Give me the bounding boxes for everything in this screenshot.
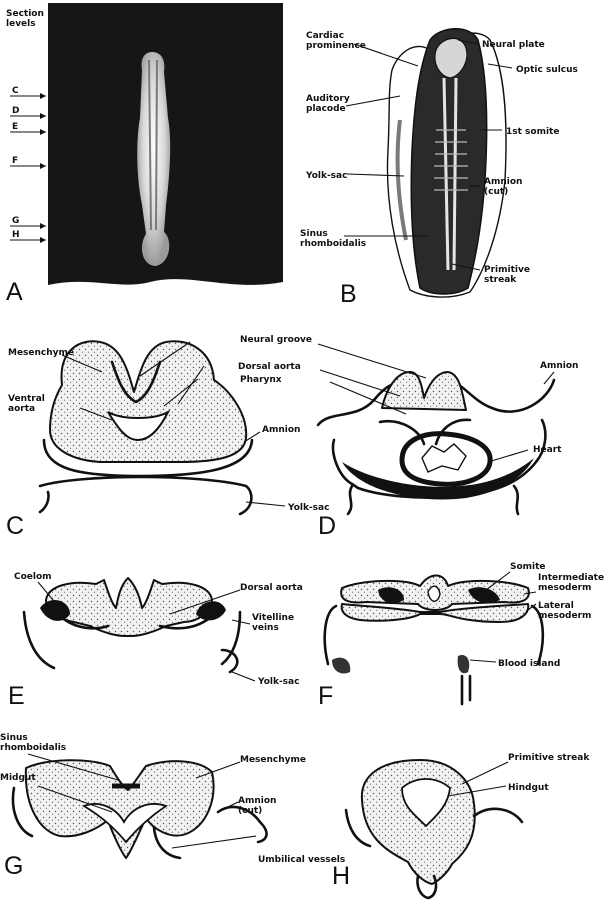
- panel-letter-g: G: [4, 852, 23, 880]
- section-level-label: D: [12, 106, 19, 116]
- notochord-f: [428, 586, 440, 601]
- label-mesenchyme-c: Mesenchyme: [8, 348, 74, 358]
- label-optic-sulcus: Optic sulcus: [516, 65, 578, 75]
- label-sinus-rhomboidalis-g: Sinusrhomboidalis: [0, 733, 66, 753]
- label-neural-plate: Neural plate: [482, 40, 545, 50]
- arrowhead-icon: [40, 223, 46, 229]
- section-level-g: G: [10, 216, 46, 229]
- label-pharynx: Pharynx: [240, 375, 282, 385]
- panel-letter-d: D: [318, 512, 336, 540]
- label-hindgut: Hindgut: [508, 783, 549, 793]
- section-level-label: C: [12, 86, 19, 96]
- section-level-h: H: [10, 230, 46, 243]
- label-sinus-rhomboidalis-b: Sinusrhomboidalis: [300, 229, 366, 249]
- label-neural-groove: Neural groove: [240, 335, 312, 345]
- arrowhead-icon: [40, 93, 46, 99]
- section-level-label: E: [12, 122, 18, 132]
- label-amnion-cut-g: Amnion(cut): [238, 796, 276, 816]
- section-level-marks: CDE F GH: [10, 86, 46, 243]
- yolk-sac-f: [462, 676, 470, 704]
- panel-letter-e: E: [8, 682, 25, 710]
- yolk-sac-line-c2: [40, 492, 49, 512]
- label-mesenchyme-g: Mesenchyme: [240, 755, 306, 765]
- section-level-d: D: [10, 106, 46, 119]
- label-blood-island: Blood island: [498, 659, 560, 669]
- arrowhead-icon: [40, 129, 46, 135]
- label-lateral-mesoderm: Lateralmesoderm: [538, 601, 591, 621]
- blood-island-f: [332, 655, 469, 674]
- label-heart: Heart: [533, 445, 562, 455]
- panel-d: Amnion Heart D: [318, 344, 578, 540]
- label-auditory-placode: Auditoryplacode: [306, 94, 350, 114]
- panel-letter-h: H: [332, 862, 350, 890]
- yolk-sac-line-c: [40, 477, 251, 514]
- label-cardiac-prominence: Cardiacprominence: [306, 31, 366, 51]
- section-level-c: C: [10, 86, 46, 99]
- section-level-f: F: [10, 156, 46, 169]
- label-amnion-cut-b: Amnion(cut): [484, 177, 522, 197]
- panel-letter-f: F: [318, 682, 333, 710]
- label-dorsal-aorta-c: Dorsal aorta: [238, 362, 301, 372]
- label-amnion-d: Amnion: [540, 361, 578, 371]
- label-yolk-sac-b: Yolk-sac: [305, 171, 347, 181]
- arrowhead-icon: [40, 163, 46, 169]
- arrowhead-icon: [40, 113, 46, 119]
- label-coelom: Coelom: [14, 572, 52, 582]
- section-h-body: [362, 760, 475, 884]
- label-somite: Somite: [510, 562, 546, 572]
- label-primitive-streak-h: Primitive streak: [508, 753, 590, 763]
- section-c-body: [50, 341, 246, 462]
- panel-letter-a: A: [6, 278, 23, 306]
- yolk-sac-edge: [398, 120, 406, 240]
- panel-letter-b: B: [340, 280, 357, 308]
- label-midgut: Midgut: [0, 773, 36, 783]
- label-dorsal-aorta-e: Dorsal aorta: [240, 583, 303, 593]
- section-level-label: H: [12, 230, 20, 240]
- section-level-label: G: [12, 216, 19, 226]
- section-level-label: F: [12, 156, 18, 166]
- label-1st-somite: 1st somite: [506, 127, 559, 137]
- panel-letter-c: C: [6, 512, 24, 540]
- section-g-body: [26, 760, 214, 858]
- label-yolk-sac-e: Yolk-sac: [257, 677, 299, 687]
- section-level-e: E: [10, 122, 46, 135]
- arrowhead-icon: [40, 237, 46, 243]
- panel-h: Primitive streak Hindgut H: [332, 753, 590, 898]
- label-amnion-c: Amnion: [262, 425, 300, 435]
